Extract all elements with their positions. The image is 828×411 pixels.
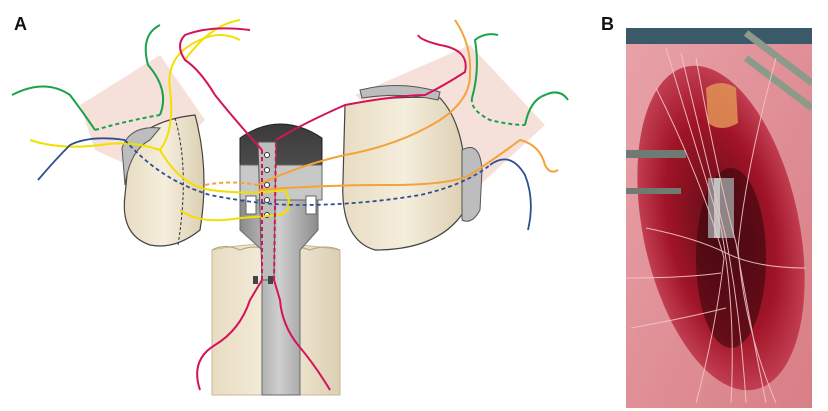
suture-yellow — [29, 19, 290, 222]
panel-label-b: B — [601, 14, 614, 34]
panel-label-a: A — [14, 14, 27, 34]
suture-magenta — [179, 27, 467, 391]
intraoperative-photo — [626, 28, 812, 408]
side-plate — [257, 141, 277, 281]
bone-fragment-right — [342, 85, 483, 251]
suture-orange — [204, 19, 559, 191]
clamp-icon — [626, 150, 686, 194]
bone-fragment-left — [121, 114, 205, 247]
suture-strands — [626, 47, 807, 404]
retractor-icon — [743, 30, 812, 111]
shaft-holes — [253, 276, 273, 284]
suture-blue — [37, 137, 532, 231]
suture-green — [11, 24, 569, 131]
reconstruction-diagram — [11, 19, 569, 396]
